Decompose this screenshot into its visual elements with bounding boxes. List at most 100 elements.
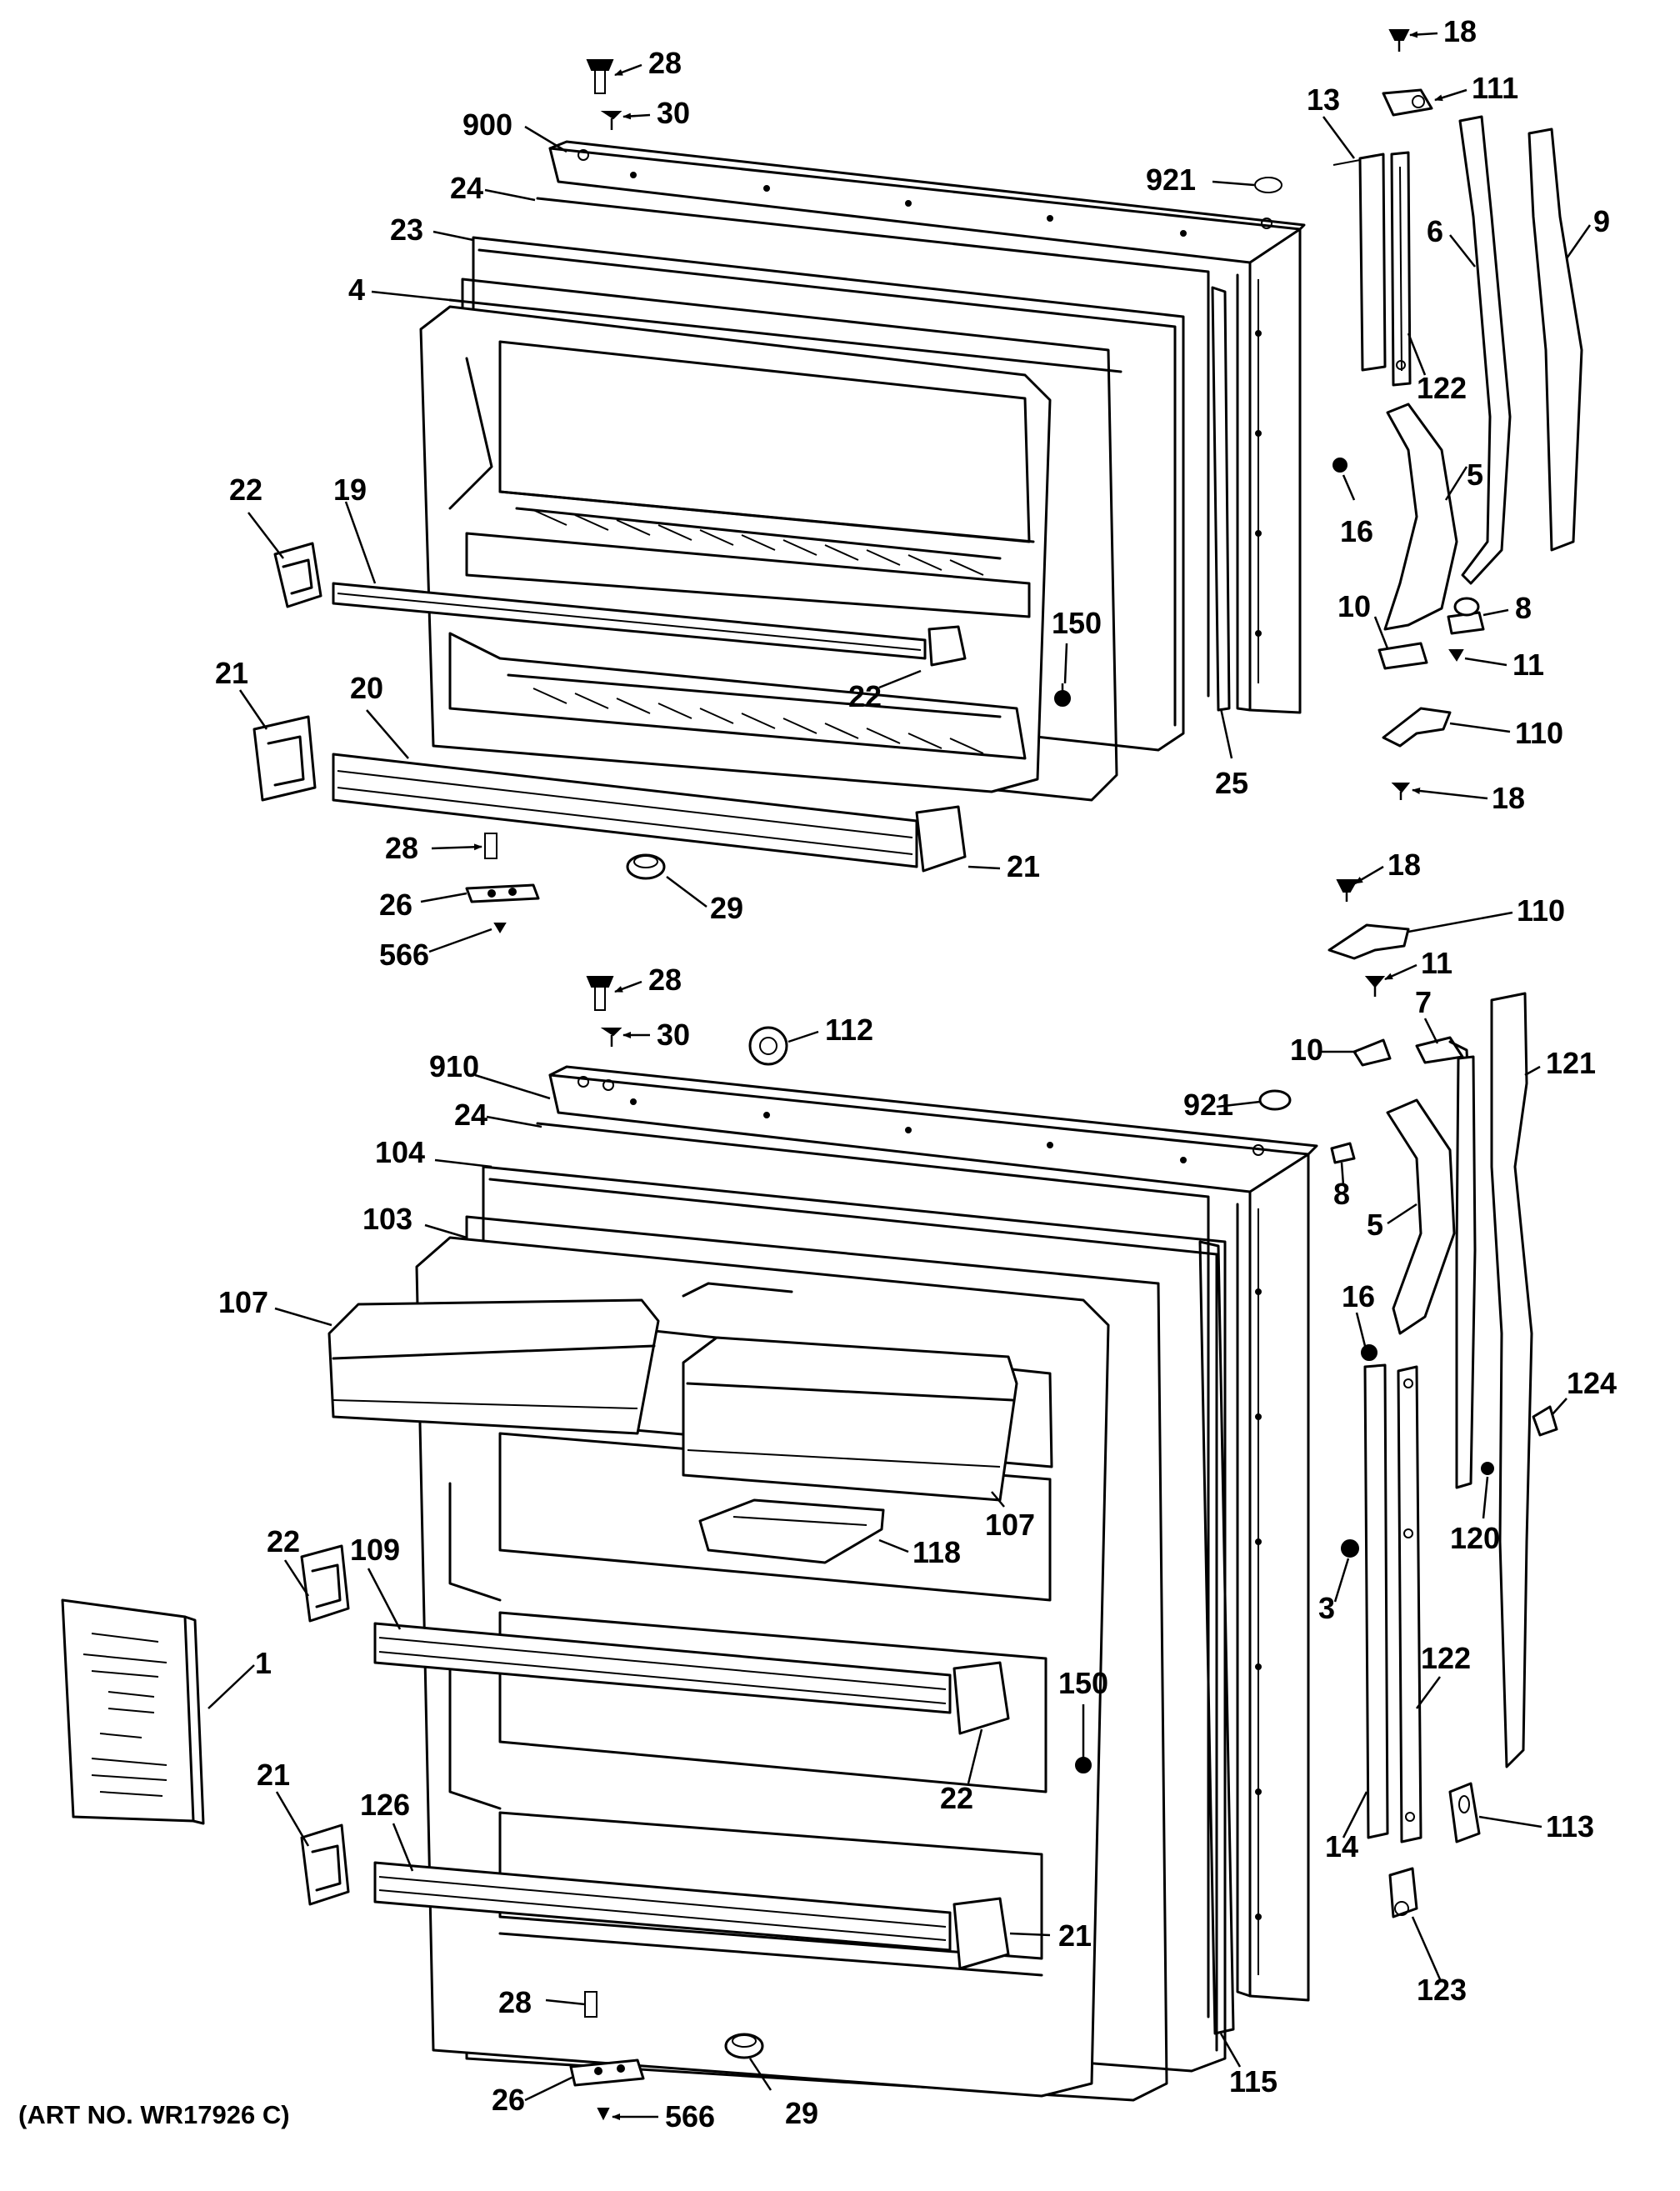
- gasket-strip-115: [1198, 1240, 1235, 2035]
- hinge-110-upper: [1382, 707, 1452, 748]
- label-5: 5: [1467, 458, 1483, 492]
- end-cap-22-left-lower: [300, 1544, 350, 1623]
- label-24-b: 24: [454, 1098, 488, 1132]
- label-120: 120: [1450, 1521, 1500, 1555]
- label-124: 124: [1567, 1366, 1617, 1400]
- screw-566: [493, 923, 507, 933]
- label-18-c: 18: [1388, 848, 1421, 882]
- label-3: 3: [1318, 1591, 1335, 1625]
- shelf-end-cap-21: [915, 805, 967, 873]
- label-26-b: 26: [492, 2083, 525, 2117]
- bracket-10-lower: [1352, 1038, 1392, 1067]
- hinge-strip-122-lower: [1397, 1365, 1422, 1843]
- callout-leaders: [208, 31, 1592, 2120]
- nut-3: [1341, 1539, 1359, 1558]
- label-921: 921: [1146, 163, 1196, 197]
- handle-5-upper: [1383, 403, 1458, 631]
- label-107: 107: [218, 1285, 268, 1319]
- label-8-b: 8: [1333, 1177, 1350, 1211]
- label-19: 19: [333, 473, 367, 507]
- hinge-arm-lower: [1455, 1055, 1477, 1489]
- label-30-b: 30: [657, 1018, 690, 1052]
- screw-11-upper: [1448, 649, 1464, 662]
- freezer-door-assembly: [252, 59, 1306, 933]
- label-18: 18: [1443, 14, 1477, 48]
- bracket-8-upper: [1447, 597, 1485, 635]
- screw-16-upper: [1332, 458, 1348, 473]
- label-22-b: 22: [848, 679, 882, 713]
- label-4: 4: [348, 273, 365, 307]
- label-30: 30: [657, 96, 690, 130]
- upper-hinge-parts: [1332, 29, 1583, 800]
- egg-tray-118: [698, 1498, 885, 1564]
- screw-18-lower: [1336, 879, 1358, 902]
- label-16-b: 16: [1342, 1279, 1375, 1313]
- screw-30-lower: [600, 1028, 622, 1047]
- handle-5-lower: [1386, 1098, 1456, 1335]
- label-126: 126: [360, 1788, 410, 1822]
- label-110-b: 110: [1517, 893, 1565, 928]
- label-18-b: 18: [1492, 781, 1525, 815]
- label-1: 1: [255, 1646, 272, 1680]
- hinge-bracket-113: [1448, 1782, 1481, 1843]
- label-111: 111: [1472, 71, 1518, 105]
- screw-11-lower: [1364, 976, 1386, 997]
- label-566-b: 566: [665, 2099, 715, 2133]
- hinge-110-lower: [1328, 923, 1410, 960]
- label-23: 23: [390, 213, 423, 247]
- gasket-24: [536, 197, 1210, 698]
- screw-150: [1054, 683, 1071, 707]
- label-921-b: 921: [1183, 1088, 1233, 1122]
- label-10-b: 10: [1290, 1033, 1323, 1067]
- trim-9: [1528, 128, 1583, 552]
- label-28-c: 28: [648, 963, 682, 997]
- label-107-b: 107: [985, 1508, 1035, 1542]
- label-25: 25: [1215, 766, 1248, 800]
- label-11-b: 11: [1421, 946, 1452, 980]
- hinge-strip-122-upper: [1390, 151, 1412, 387]
- label-24: 24: [450, 171, 483, 205]
- label-21: 21: [215, 656, 248, 690]
- clip-124: [1532, 1405, 1558, 1437]
- label-122: 122: [1417, 371, 1467, 405]
- art-number: (ART NO. WR17926 C): [18, 2100, 290, 2129]
- label-112: 112: [825, 1013, 873, 1047]
- hinge-strip-13: [1332, 153, 1387, 372]
- fresh-food-door-assembly: [61, 976, 1318, 2121]
- button-29: [626, 853, 666, 880]
- shelf-ribs: [532, 509, 984, 754]
- label-104: 104: [375, 1135, 425, 1169]
- screw-16-lower: [1361, 1344, 1378, 1361]
- end-cap-22-right-lower: [952, 1661, 1010, 1735]
- label-28-b: 28: [385, 831, 418, 865]
- end-cap-21-left-lower: [300, 1823, 350, 1906]
- trim-121: [1490, 992, 1533, 1768]
- label-21-b: 21: [1007, 849, 1040, 883]
- label-26: 26: [379, 888, 412, 922]
- end-cap-21-right-lower: [952, 1897, 1010, 1970]
- label-110: 110: [1515, 716, 1563, 750]
- label-28: 28: [648, 46, 682, 80]
- label-6: 6: [1427, 214, 1443, 248]
- bracket-10-upper: [1378, 642, 1428, 670]
- label-29: 29: [710, 891, 743, 925]
- label-21-d: 21: [1058, 1918, 1092, 1953]
- label-113: 113: [1546, 1809, 1594, 1843]
- hinge-strip-14: [1363, 1363, 1389, 1839]
- bracket-26: [465, 883, 540, 903]
- hinge-111: [1382, 88, 1433, 117]
- label-123: 123: [1417, 1973, 1467, 2007]
- label-122-b: 122: [1421, 1641, 1471, 1675]
- freezer-inner-tray: [419, 305, 1052, 793]
- bracket-8-lower: [1330, 1142, 1356, 1164]
- screw-30: [600, 111, 622, 130]
- shelf-end-cap-22: [928, 625, 967, 667]
- screw-28-bottom: [584, 1991, 598, 2018]
- label-118: 118: [912, 1535, 961, 1569]
- plug-921: [1254, 177, 1282, 193]
- label-21-c: 21: [257, 1758, 290, 1792]
- screw-150-lower: [1075, 1748, 1092, 1773]
- label-11: 11: [1512, 648, 1544, 682]
- label-20: 20: [350, 671, 383, 705]
- screw-28-lower: [484, 833, 498, 859]
